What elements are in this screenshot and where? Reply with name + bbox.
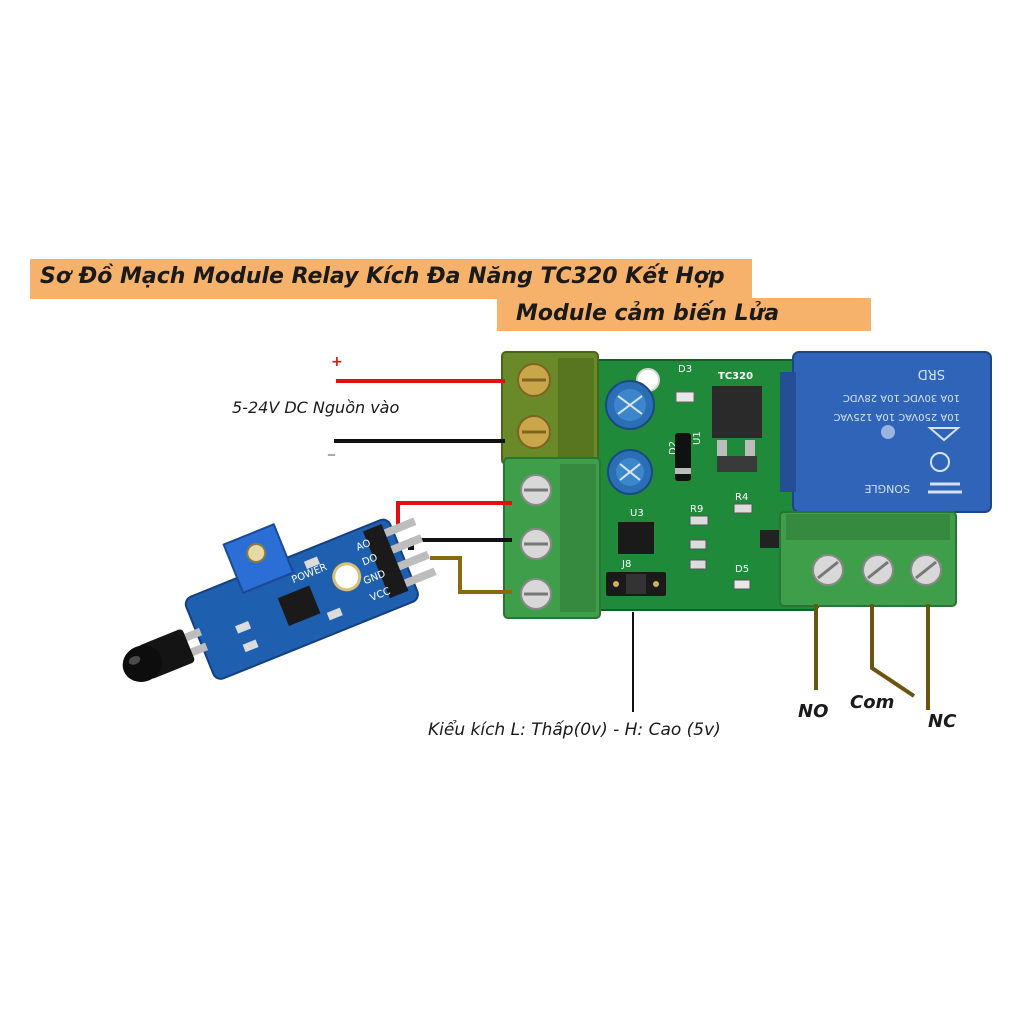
trigger-mode-label: Kiểu kích L: Thấp(0v) - H: Cao (5v) — [428, 720, 721, 740]
label-d5: D5 — [735, 564, 749, 575]
potentiometer — [222, 523, 295, 595]
wire-com — [870, 604, 916, 698]
relay-output-wires — [814, 604, 930, 710]
title-band-2 — [497, 298, 871, 331]
sensor-label-ao: AO — [355, 538, 373, 554]
comparator-chip — [277, 585, 321, 627]
flame-sensor-module: POWER AO DO GND VCC — [122, 517, 437, 682]
label-d2: D2 — [668, 441, 679, 455]
relay-text-ac: 10A 250VAC 10A 125VAC — [833, 411, 960, 422]
jumper-j8 — [606, 572, 666, 596]
label-r4: R4 — [735, 492, 748, 503]
power-plus-sign: + — [331, 354, 343, 370]
label-u3: U3 — [630, 508, 644, 519]
wire-sensor-do — [430, 556, 512, 594]
label-r9: R9 — [690, 504, 703, 515]
power-input-label: 5-24V DC Nguồn vào — [232, 398, 400, 417]
signal-terminal-block — [503, 457, 601, 619]
relay-text-srd: SRD — [918, 366, 945, 381]
capacitor-1 — [605, 380, 655, 430]
relay-board: TC320 D3 U1 D2 R4 R9 U3 J8 D5 — [501, 351, 992, 619]
label-j8: J8 — [621, 559, 631, 570]
resistor-r4 — [733, 503, 753, 514]
power-minus-sign: _ — [328, 440, 335, 456]
flame-ir-receiver — [122, 627, 209, 682]
sensor-label-do: DO — [361, 552, 380, 568]
power-terminal-block — [501, 351, 599, 465]
terminal-label-nc: NC — [928, 711, 957, 732]
terminal-label-com: Com — [850, 692, 895, 713]
diagram-title-line-1: Sơ Đồ Mạch Module Relay Kích Đa Năng TC3… — [40, 264, 725, 289]
relay-terminal-block — [779, 511, 957, 607]
resistor-r9 — [689, 515, 709, 526]
wire-sensor-gnd — [408, 538, 512, 550]
relay-text-brand: SONGLE — [864, 482, 910, 495]
capacitor-2 — [607, 449, 653, 495]
title-band-1 — [30, 259, 752, 299]
led-d5 — [733, 579, 751, 590]
relay-songle: SRD 10A 30VDC 10A 28VDC 10A 250VAC 10A 1… — [780, 351, 992, 513]
relay-text-dc: 10A 30VDC 10A 28VDC — [843, 392, 960, 403]
label-d3: D3 — [678, 364, 692, 375]
smd-1 — [689, 539, 707, 550]
sensor-mounting-hole — [332, 562, 362, 592]
regulator-u1 — [712, 386, 762, 472]
led-d3 — [675, 391, 695, 403]
power-wires — [334, 379, 505, 443]
terminal-label-no: NO — [798, 701, 829, 722]
board-model-label: TC320 — [718, 371, 753, 382]
diagram-title-line-2: Module cảm biến Lửa — [516, 301, 780, 326]
smd-2 — [689, 559, 707, 570]
transistor — [760, 530, 780, 548]
ic-u3 — [618, 522, 654, 554]
label-u1: U1 — [692, 431, 703, 445]
